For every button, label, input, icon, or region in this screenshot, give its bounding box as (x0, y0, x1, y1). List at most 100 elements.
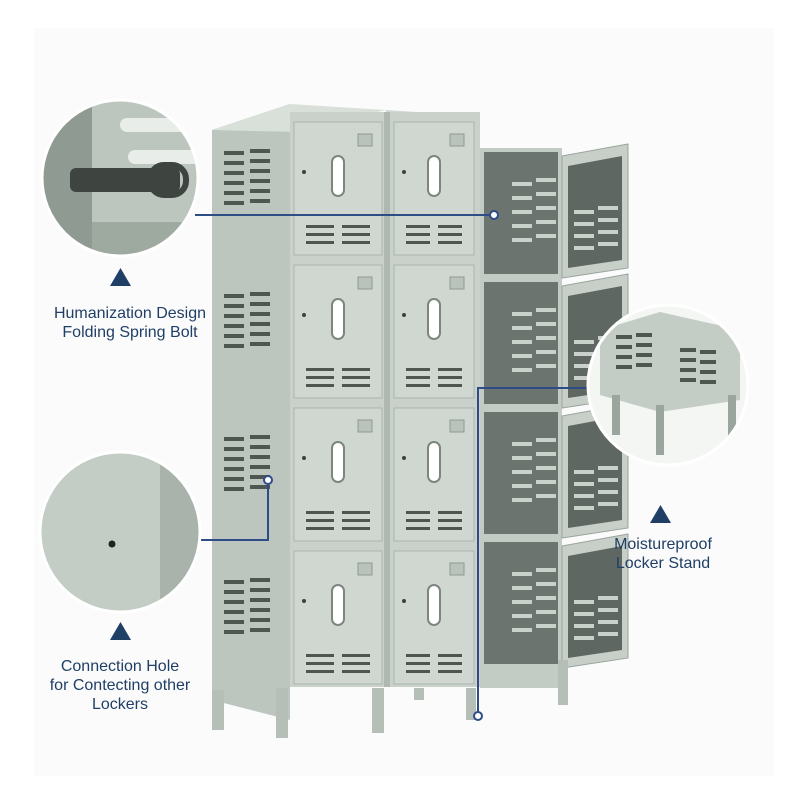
vent-slot (598, 608, 618, 612)
vent-slot (574, 234, 594, 238)
locker-legs (212, 660, 568, 738)
vent-slot (574, 210, 594, 214)
vent-slot (680, 348, 696, 352)
callout-stand: Moistureproof Locker Stand (598, 535, 728, 573)
vent-slot (512, 196, 532, 200)
vent-slot (406, 662, 430, 665)
vent-slot (250, 618, 270, 622)
vent-slot (306, 511, 334, 514)
vent-slot (680, 378, 696, 382)
vent-slot (438, 670, 462, 673)
vent-slot (250, 312, 270, 316)
vent-slot (406, 368, 430, 371)
vent-slot (598, 502, 618, 506)
vent-slot (574, 636, 594, 640)
leader-dot (489, 210, 499, 220)
vent-slot (342, 376, 370, 379)
vent-slot (574, 340, 594, 344)
leader-dot (263, 475, 273, 485)
vent-slot (224, 314, 244, 318)
vent-slot (574, 222, 594, 226)
vent-slot (250, 189, 270, 193)
vent-slot (598, 490, 618, 494)
vent-slot (598, 478, 618, 482)
vent-slot (512, 210, 532, 214)
vent-slot (512, 340, 532, 344)
vent-slot (598, 632, 618, 636)
column-divider (384, 112, 390, 687)
open-door-inner (568, 546, 622, 658)
keyhole (402, 170, 406, 174)
keyhole (402, 313, 406, 317)
vent-slot (536, 596, 556, 600)
vent-slot (342, 670, 370, 673)
vent-slot (512, 312, 532, 316)
open-door-inner (568, 156, 622, 268)
vent-slot (512, 484, 532, 488)
vent-slot (342, 233, 370, 236)
vent-slot (342, 511, 370, 514)
callout-line: Locker Stand (615, 555, 711, 572)
vent-slot (224, 161, 244, 165)
vent-slot (536, 350, 556, 354)
vent-slot (224, 304, 244, 308)
vent-slot (536, 494, 556, 498)
leader-lines (195, 214, 590, 716)
vent-slot (306, 241, 334, 244)
vent-slot (406, 241, 430, 244)
vent-slot (536, 364, 556, 368)
vent-slot (306, 527, 334, 530)
vent-slot (700, 350, 716, 354)
vent-slot (224, 344, 244, 348)
vent-slot (598, 206, 618, 210)
card-slot (449, 562, 465, 576)
vent-slot (512, 182, 532, 186)
vent-slot (406, 670, 430, 673)
vent-slot (342, 654, 370, 657)
card-slot (357, 419, 373, 433)
door-handle (331, 298, 345, 340)
callout-line: for Contecting other (49, 677, 191, 694)
vent-slot (224, 630, 244, 634)
callout-line: Humanization Design (53, 305, 207, 322)
vent-slot (250, 465, 270, 469)
vent-slot (574, 364, 594, 368)
vent-slot (250, 302, 270, 306)
vent-slot (512, 498, 532, 502)
vent-slot (536, 234, 556, 238)
vent-slot (512, 572, 532, 576)
vent-slot (342, 241, 370, 244)
vent-slot (536, 568, 556, 572)
vent-slot (536, 178, 556, 182)
door-handle (427, 298, 441, 340)
vent-slot (574, 506, 594, 510)
vent-slot (536, 438, 556, 442)
vent-slot (680, 368, 696, 372)
vent-slot (636, 333, 652, 337)
door-handle (427, 584, 441, 626)
door-handle (427, 155, 441, 197)
locker-doors (293, 121, 475, 685)
vent-slot (224, 201, 244, 205)
vent-slot (438, 376, 462, 379)
vent-slot (536, 452, 556, 456)
leader-line-stand (477, 387, 590, 716)
vent-slot (598, 466, 618, 470)
vent-slot (406, 527, 430, 530)
vent-slot (536, 192, 556, 196)
vent-slot (536, 206, 556, 210)
vent-slot (250, 455, 270, 459)
vent-slot (406, 225, 430, 228)
vent-slot (512, 586, 532, 590)
vent-slot (536, 466, 556, 470)
vent-slot (306, 519, 334, 522)
vent-slot (438, 654, 462, 657)
card-slot (449, 133, 465, 147)
vent-slot (574, 494, 594, 498)
vent-slot (438, 384, 462, 387)
vent-slot (512, 354, 532, 358)
vent-slot (250, 598, 270, 602)
vent-slot (224, 191, 244, 195)
door-handle (331, 441, 345, 483)
